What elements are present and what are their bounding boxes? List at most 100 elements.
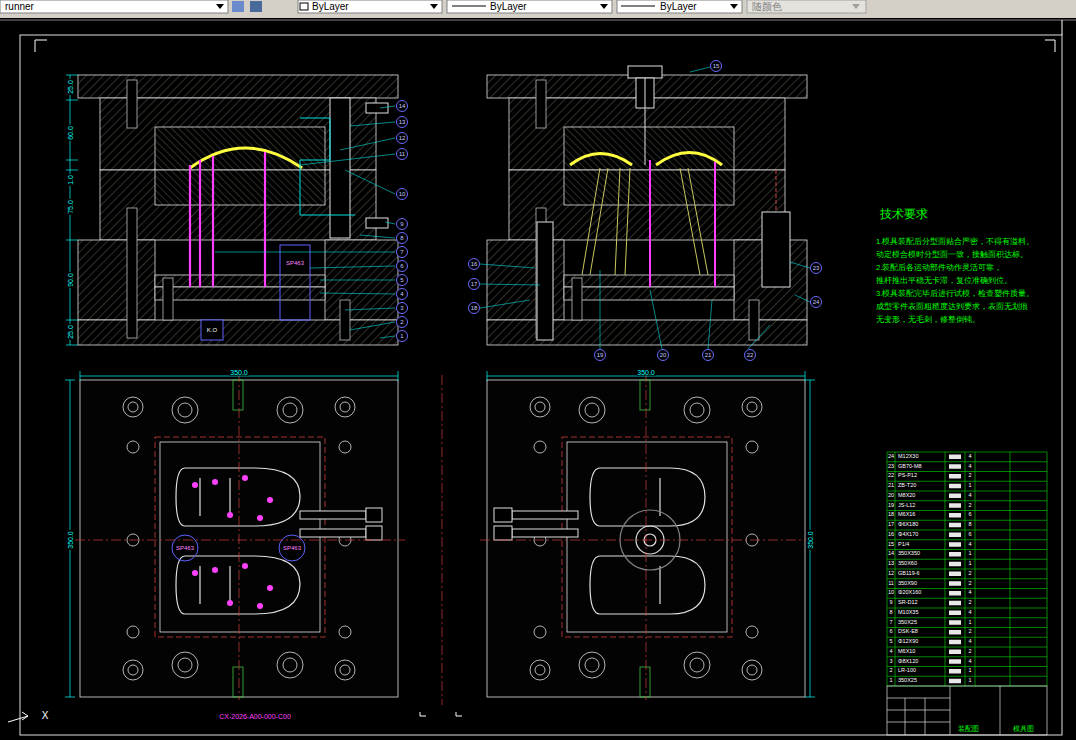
drawing-label: 350.0	[636, 369, 656, 376]
callout-number: 15	[713, 63, 720, 69]
callout-number: 6	[400, 263, 403, 269]
table-cell: 15	[888, 542, 894, 548]
drawing-label: SP463	[282, 545, 302, 551]
callout-balloon: 5	[396, 274, 408, 286]
table-line	[887, 452, 1047, 453]
callout-number: 24	[813, 299, 820, 305]
drawing-label: SP463	[175, 545, 195, 551]
table-cell: 11	[888, 581, 894, 587]
table-cell: 13	[888, 561, 894, 567]
drawing-label: 350.0	[67, 530, 74, 550]
callout-balloon: 13	[396, 116, 408, 128]
table-cell: 4	[968, 454, 971, 460]
toolbar-text: 随颜色	[752, 2, 782, 12]
table-cell: 17	[888, 522, 894, 528]
callout-balloon: 21	[702, 349, 714, 361]
drawing-label: K.O	[206, 327, 218, 333]
table-cell: 9	[889, 600, 892, 606]
callout-number: 2	[400, 319, 403, 325]
table-cell: 10	[888, 591, 894, 597]
table-cell: 2	[968, 581, 971, 587]
callout-balloon: 1	[396, 330, 408, 342]
table-cell: 1	[968, 620, 971, 626]
table-cell: 16	[888, 532, 894, 538]
table-line	[887, 627, 1047, 628]
callout-balloon: 22	[744, 349, 756, 361]
callout-number: 13	[399, 119, 406, 125]
table-cell: DSK-E8	[898, 630, 918, 636]
table-cell: SR-D12	[898, 600, 918, 606]
callout-balloon: 11	[396, 148, 408, 160]
drawing-label: 350.0	[229, 369, 249, 376]
left-section-view	[66, 75, 398, 345]
table-line	[887, 676, 1047, 677]
name-cell-block	[949, 503, 961, 508]
table-cell: 7	[889, 620, 892, 626]
table-line	[965, 452, 966, 686]
table-cell: 2	[968, 649, 971, 655]
title-block	[887, 686, 1047, 735]
callout-number: 12	[399, 135, 406, 141]
toolbar-text: ByLayer	[490, 2, 527, 12]
right-section-view	[480, 66, 810, 349]
callout-number: 9	[400, 221, 403, 227]
table-cell: 4	[968, 610, 971, 616]
table-line	[887, 471, 1047, 472]
table-cell: GB70-M8	[898, 464, 922, 470]
table-cell: 2	[968, 630, 971, 636]
toolbar-text: runner	[5, 2, 34, 12]
note-text: 无变形，无毛刺，修整倒钝。	[876, 316, 980, 324]
table-cell: 2	[968, 474, 971, 480]
callout-number: 18	[471, 305, 478, 311]
table-cell: Φ4X170	[898, 532, 918, 538]
table-line	[887, 500, 1047, 501]
table-cell: 21	[888, 483, 894, 489]
callout-balloon: 2	[396, 316, 408, 328]
dimension-lines	[65, 371, 815, 697]
table-cell: 350X25	[898, 678, 917, 684]
note-text: 1.模具装配后分型面贴合严密，不得有溢料。	[876, 238, 1034, 246]
name-cell-block	[949, 650, 961, 655]
table-cell: 6	[968, 532, 971, 538]
table-cell: P1/4	[898, 542, 909, 548]
callout-balloon: 7	[396, 246, 408, 258]
table-line	[887, 539, 1047, 540]
table-cell: 4	[968, 542, 971, 548]
name-cell-block	[949, 630, 961, 635]
right-plan-view	[442, 372, 812, 705]
note-text: 动定模合模时分型面一致，接触面积达标。	[876, 251, 1028, 259]
callout-balloon: 8	[396, 232, 408, 244]
table-cell: M10X35	[898, 610, 919, 616]
table-cell: 23	[888, 464, 894, 470]
toolbar-text: ByLayer	[660, 2, 697, 12]
drawing-frame	[0, 20, 1076, 735]
table-line	[975, 452, 976, 686]
name-cell-block	[949, 474, 961, 479]
table-cell: M6X10	[898, 649, 915, 655]
table-line	[887, 588, 1047, 589]
name-cell-block	[949, 552, 961, 557]
name-cell-block	[949, 494, 961, 499]
drawing-label: CX-2026-A00-000-C00	[219, 713, 291, 720]
callout-number: 16	[471, 261, 478, 267]
table-cell: M8X20	[898, 493, 915, 499]
table-cell: M6X16	[898, 513, 915, 519]
table-line	[887, 559, 1047, 560]
table-cell: 5	[889, 639, 892, 645]
table-cell: 18	[888, 513, 894, 519]
table-line	[887, 461, 1047, 462]
table-cell: Φ6X180	[898, 522, 918, 528]
table-cell: 19	[888, 503, 894, 509]
table-line	[887, 452, 888, 686]
table-line	[1047, 452, 1048, 686]
table-line	[945, 452, 946, 686]
table-line	[887, 598, 1047, 599]
callout-number: 17	[471, 281, 478, 287]
toolbar-text: ByLayer	[312, 2, 349, 12]
name-cell-block	[949, 562, 961, 567]
table-line	[887, 549, 1047, 550]
table-cell: ZB-T20	[898, 483, 916, 489]
table-line	[887, 608, 1047, 609]
table-cell: 4	[968, 659, 971, 665]
